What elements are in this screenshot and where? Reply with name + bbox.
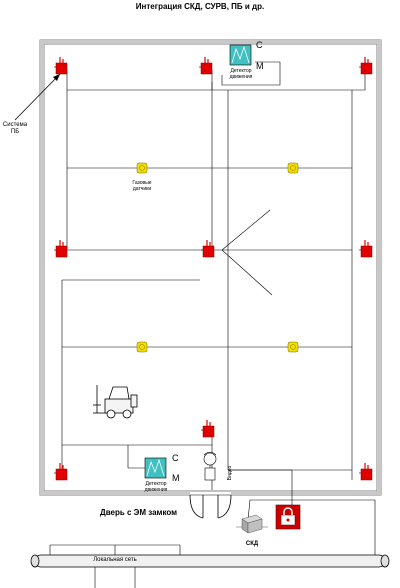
fire-extinguisher-icon (359, 463, 373, 481)
letter-c-bottom: С (172, 453, 179, 463)
motion-detector-label-top: Детектор движения (229, 68, 253, 80)
gas-sensor-icon (287, 162, 299, 174)
door-label: Дверь с ЭМ замком (100, 508, 178, 517)
fire-extinguisher-icon (359, 240, 373, 258)
video-label: Видео (227, 465, 233, 481)
fire-extinguisher-icon (54, 240, 68, 258)
letter-m-bottom: М (172, 473, 180, 483)
gas-sensor-icon (287, 341, 299, 353)
motion-detector-label-bottom: Детектор движения (144, 481, 168, 493)
wiring (61, 61, 376, 565)
door-opening (189, 494, 232, 519)
card-reader-icon (236, 514, 268, 534)
fire-system-label: Система ПБ (2, 122, 28, 135)
fire-system-arrow (14, 73, 61, 121)
letter-c-top: С (256, 40, 263, 50)
access-control-label: СКД (245, 541, 259, 547)
page-title: Интеграция СКД, СУРВ, ПБ и др. (135, 2, 265, 11)
forklift-icon (93, 385, 138, 419)
local-network-label: Локальная сеть (93, 557, 137, 563)
fire-extinguisher-icon (54, 57, 68, 75)
fire-extinguisher-icon (201, 240, 215, 258)
fire-extinguisher-icon (199, 57, 213, 75)
local-network-bus (30, 544, 390, 588)
motion-detector-icon (144, 457, 167, 479)
gas-sensor-icon (136, 162, 148, 174)
motion-detector-icon (229, 44, 252, 66)
video-camera-icon (203, 451, 217, 481)
gas-sensors (136, 162, 299, 353)
gas-sensor-icon (136, 341, 148, 353)
fire-extinguishers (54, 57, 373, 481)
gas-sensors-label: Газовые датчики (132, 180, 152, 192)
fire-extinguisher-icon (359, 57, 373, 75)
fire-extinguisher-icon (201, 420, 215, 438)
letter-m-top: М (256, 61, 264, 71)
fire-extinguisher-icon (54, 463, 68, 481)
em-lock-icon (275, 504, 301, 530)
building-walls (39, 39, 382, 496)
